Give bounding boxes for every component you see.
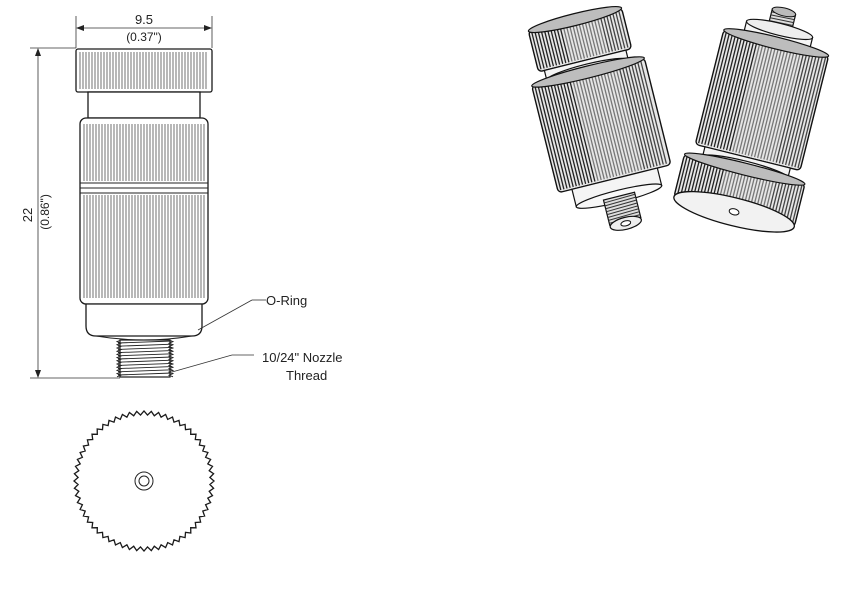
thread-label-line2: Thread (286, 368, 327, 383)
height-in-label: (0.86") (38, 194, 52, 230)
main-body-knurling (83, 124, 205, 298)
top-cap-knurling (79, 52, 207, 89)
height-dimension: 22 (0.86") (20, 47, 120, 379)
neck (87, 91, 201, 119)
thread-label-line1: 10/24" Nozzle (262, 350, 343, 365)
knurled-end-outline (72, 409, 216, 553)
width-in-label: (0.37") (126, 30, 162, 44)
end-view (72, 409, 216, 553)
height-mm-label: 22 (20, 208, 35, 222)
orifice-outer (134, 471, 154, 491)
oring-callout: O-Ring (197, 293, 307, 331)
oring-label: O-Ring (266, 293, 307, 308)
isometric-view-left (527, 5, 671, 231)
width-mm-label: 9.5 (135, 12, 153, 27)
orifice-inner (138, 475, 150, 487)
isometric-view-right (673, 6, 830, 233)
side-view (75, 48, 213, 378)
width-dimension: 9.5 (0.37") (75, 12, 213, 48)
nozzle-thread (115, 339, 175, 378)
thread-callout: 10/24" Nozzle Thread (171, 350, 343, 383)
top-cap (75, 48, 213, 93)
base-collar (85, 303, 203, 337)
